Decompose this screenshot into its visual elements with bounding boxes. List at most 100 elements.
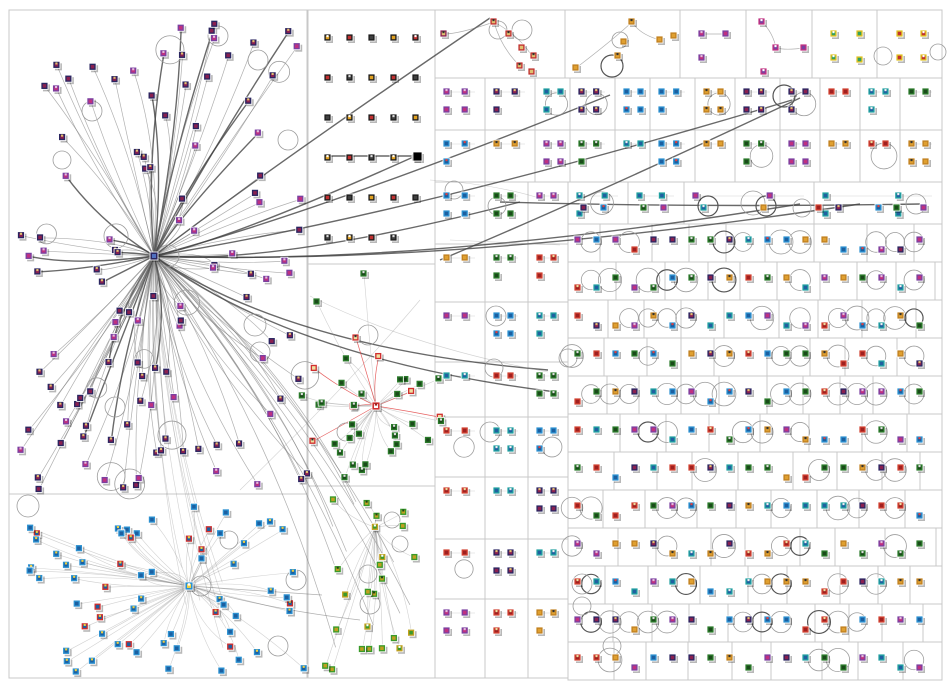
node — [56, 439, 67, 449]
node — [915, 435, 925, 445]
node — [611, 235, 621, 245]
node — [240, 539, 250, 549]
node — [129, 604, 140, 615]
node — [367, 233, 377, 243]
node — [627, 17, 637, 27]
edge — [30, 570, 190, 587]
node — [442, 426, 452, 436]
self-loop — [866, 308, 886, 328]
node — [442, 105, 452, 115]
node — [137, 571, 147, 581]
node — [716, 139, 726, 149]
node — [167, 630, 177, 640]
node — [839, 539, 849, 549]
node — [716, 105, 726, 115]
node — [210, 19, 220, 30]
node — [255, 519, 265, 529]
edge — [65, 175, 155, 257]
node — [672, 157, 682, 167]
edge — [133, 585, 190, 610]
edge — [153, 255, 401, 614]
node — [323, 233, 333, 243]
node — [801, 577, 811, 587]
node — [556, 139, 566, 149]
node — [575, 209, 585, 219]
self-loop — [827, 573, 849, 595]
node — [389, 113, 399, 123]
node — [630, 625, 640, 635]
self-loop — [771, 346, 791, 366]
edge — [153, 255, 187, 605]
node — [759, 67, 769, 77]
node — [687, 311, 697, 321]
node — [395, 644, 406, 654]
node — [309, 364, 320, 374]
node — [506, 371, 516, 381]
node — [367, 193, 377, 203]
edge — [37, 255, 155, 273]
node — [56, 401, 66, 411]
group-box — [567, 181, 629, 225]
node — [492, 209, 502, 219]
node — [297, 475, 307, 485]
edge — [353, 405, 377, 466]
node — [894, 191, 904, 201]
node — [351, 333, 361, 343]
node — [86, 97, 96, 107]
node — [412, 151, 424, 163]
node — [821, 209, 831, 219]
node — [867, 139, 877, 149]
node — [136, 396, 146, 407]
node — [549, 504, 559, 514]
node — [858, 349, 868, 359]
self-loop — [865, 231, 887, 253]
node — [535, 191, 545, 201]
node — [176, 302, 186, 312]
edge — [153, 100, 250, 257]
node — [592, 615, 602, 625]
self-loop — [903, 269, 925, 291]
node — [506, 311, 516, 321]
node — [687, 273, 697, 283]
edge — [20, 255, 155, 451]
node — [26, 523, 36, 534]
node — [915, 235, 925, 245]
node — [460, 105, 471, 115]
node — [725, 463, 735, 473]
group-box — [909, 565, 943, 605]
group-box — [307, 263, 436, 487]
self-loop — [454, 559, 474, 579]
node — [341, 590, 351, 601]
group-box — [899, 77, 943, 131]
group-box — [527, 243, 569, 303]
node — [323, 193, 333, 203]
node — [442, 191, 452, 201]
node — [763, 549, 773, 559]
node — [877, 615, 887, 625]
edge — [153, 255, 252, 275]
edge — [153, 55, 229, 257]
node — [517, 43, 527, 53]
node — [763, 615, 773, 625]
node — [611, 349, 621, 359]
node — [93, 602, 104, 613]
node — [592, 349, 602, 359]
node — [877, 387, 887, 397]
edge — [429, 179, 546, 201]
node — [34, 485, 45, 495]
node — [706, 501, 716, 511]
edge — [314, 368, 377, 407]
node — [460, 486, 471, 496]
node — [372, 511, 383, 522]
node — [896, 245, 906, 255]
node — [191, 141, 201, 152]
node — [460, 87, 471, 97]
node — [126, 533, 137, 544]
group-box — [484, 598, 529, 679]
node — [506, 253, 516, 263]
node — [492, 608, 502, 618]
node — [169, 393, 180, 403]
node — [267, 337, 278, 347]
edge — [153, 24, 216, 257]
self-loop — [157, 420, 187, 450]
